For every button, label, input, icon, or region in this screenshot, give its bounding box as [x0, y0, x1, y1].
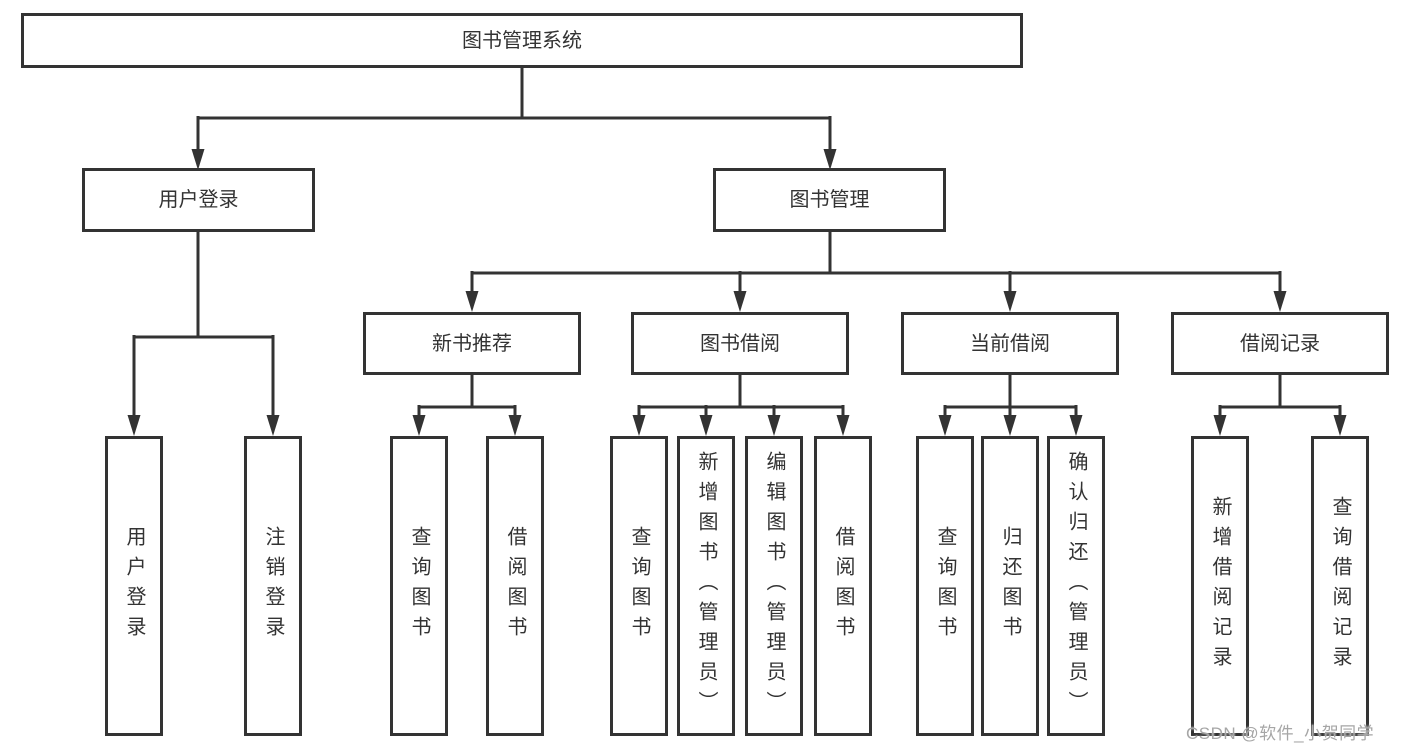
arrowhead	[127, 415, 141, 436]
leaf-query-books-borrow: 查询图书	[610, 436, 668, 736]
arrowhead	[1333, 415, 1347, 436]
node-label: 图书管理	[789, 189, 870, 211]
connector-borrow-branch	[632, 373, 850, 436]
arrowhead	[699, 415, 713, 436]
node-user-login: 用户登录	[82, 168, 315, 232]
connector-current-branch	[938, 373, 1083, 436]
arrowhead	[733, 291, 747, 312]
leaf-label: 新增借阅记录	[1209, 496, 1231, 676]
arrowhead	[836, 415, 850, 436]
connector-user-login-branch	[127, 230, 280, 436]
arrowhead	[1273, 291, 1287, 312]
arrowhead	[508, 415, 522, 436]
leaf-label: 查询图书	[628, 526, 650, 646]
node-current-borrowing: 当前借阅	[901, 312, 1119, 375]
leaf-edit-books-admin: 编辑图书（管理员）	[745, 436, 803, 736]
connector-records-branch	[1213, 373, 1347, 436]
leaf-user-login: 用户登录	[105, 436, 163, 736]
leaf-label: 注销登录	[262, 526, 284, 646]
node-book-management: 图书管理	[713, 168, 946, 232]
connector-recommend-branch	[412, 373, 522, 436]
node-label: 新书推荐	[432, 332, 512, 355]
leaf-label: 新增图书（管理员）	[695, 451, 717, 721]
connector-root-to-level2	[191, 66, 837, 170]
arrowhead	[1003, 291, 1017, 312]
arrowhead	[465, 291, 479, 312]
node-library-management-system: 图书管理系统	[21, 13, 1023, 68]
node-borrowing-records: 借阅记录	[1171, 312, 1389, 375]
leaf-label: 借阅图书	[504, 526, 526, 646]
leaf-label: 查询图书	[934, 526, 956, 646]
leaf-logout: 注销登录	[244, 436, 302, 736]
node-label: 图书管理系统	[462, 29, 582, 52]
arrowhead	[938, 415, 952, 436]
leaf-query-books-recommend: 查询图书	[390, 436, 448, 736]
leaf-add-books-admin: 新增图书（管理员）	[677, 436, 735, 736]
node-label: 当前借阅	[970, 332, 1050, 355]
arrowhead	[1003, 415, 1017, 436]
leaf-label: 用户登录	[123, 526, 145, 646]
leaf-label: 归还图书	[999, 526, 1021, 646]
arrowhead	[1069, 415, 1083, 436]
arrowhead	[266, 415, 280, 436]
leaf-query-borrow-record: 查询借阅记录	[1311, 436, 1369, 736]
arrowhead	[767, 415, 781, 436]
leaf-confirm-return-admin: 确认归还（管理员）	[1047, 436, 1105, 736]
leaf-query-books-current: 查询图书	[916, 436, 974, 736]
arrowhead	[191, 149, 205, 170]
arrowhead	[823, 149, 837, 170]
leaf-label: 查询图书	[408, 526, 430, 646]
node-label: 用户登录	[158, 189, 239, 211]
node-book-borrowing: 图书借阅	[631, 312, 849, 375]
watermark-text: CSDN @软件_小贺同学	[1186, 724, 1375, 743]
node-new-book-recommendation: 新书推荐	[363, 312, 581, 375]
leaf-label: 查询借阅记录	[1329, 496, 1351, 676]
leaf-label: 编辑图书（管理员）	[763, 451, 785, 721]
leaf-label: 确认归还（管理员）	[1065, 451, 1087, 721]
node-label: 借阅记录	[1240, 332, 1320, 355]
connector-book-management-to-level3	[465, 230, 1287, 312]
leaf-return-books: 归还图书	[981, 436, 1039, 736]
leaf-add-borrow-record: 新增借阅记录	[1191, 436, 1249, 736]
leaf-borrow-books: 借阅图书	[814, 436, 872, 736]
arrowhead	[1213, 415, 1227, 436]
arrowhead	[412, 415, 426, 436]
node-label: 图书借阅	[700, 332, 780, 355]
arrowhead	[632, 415, 646, 436]
leaf-label: 借阅图书	[832, 526, 854, 646]
leaf-borrow-books-recommend: 借阅图书	[486, 436, 544, 736]
